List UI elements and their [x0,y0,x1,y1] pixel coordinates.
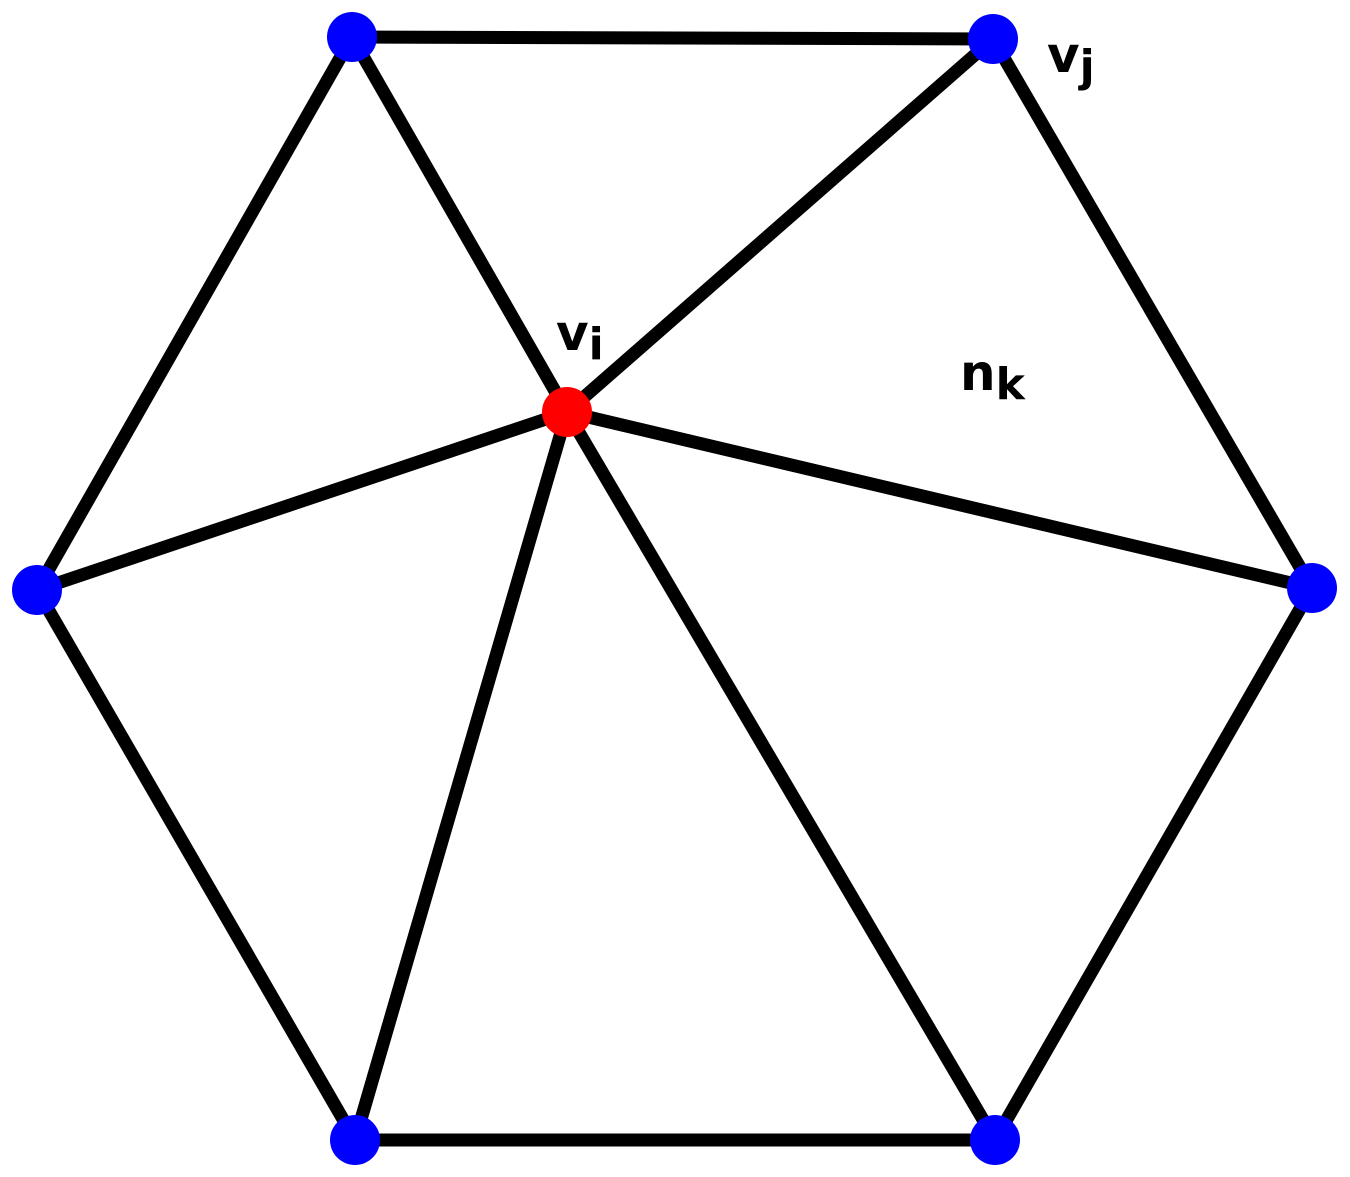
edge-bl-l [30,583,362,1147]
mesh-edges [30,30,1319,1147]
vertex-center [542,387,592,437]
label-v-j-subscript: j [1078,41,1095,92]
edge-c-bl [348,405,574,1147]
edge-c-br [560,405,1002,1147]
vertex-r [1287,563,1337,613]
label-v-i-subscript: i [589,319,604,370]
label-v-i-base: v [556,304,589,362]
vertex-ur [968,14,1018,64]
edge-ur-r [986,32,1319,595]
edge-r-br [988,581,1319,1147]
mesh-vertices [12,12,1337,1165]
edge-ul-ur [345,30,1000,46]
vertex-ul [327,12,377,62]
vertex-br [970,1115,1020,1165]
edge-c-ur [560,32,1000,419]
edge-l-ul [30,30,359,597]
label-v-i: vi [556,304,604,370]
label-n-k-subscript: k [996,359,1027,410]
edge-c-ul [345,30,574,419]
label-v-j-base: v [1047,26,1080,84]
label-n-k-base: n [960,344,996,402]
label-n-k: nk [960,344,1027,410]
edge-c-r [560,405,1319,595]
edge-c-l [30,405,574,597]
vertex-l [12,565,62,615]
vertex-bl [330,1115,380,1165]
label-v-j: vj [1047,26,1095,92]
